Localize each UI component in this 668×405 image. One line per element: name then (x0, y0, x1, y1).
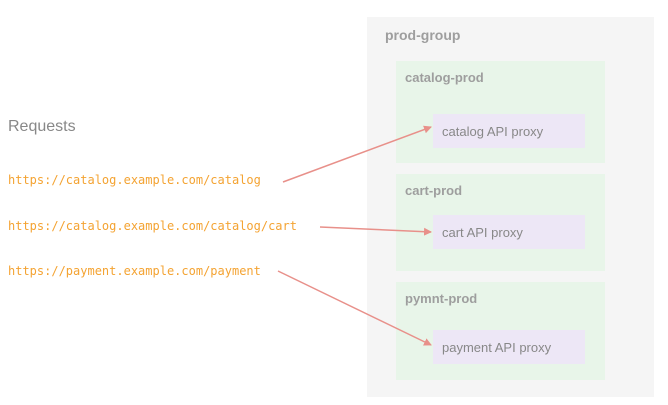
environment-pymnt-prod: pymnt-prod payment API proxy (396, 282, 605, 380)
environment-label: catalog-prod (405, 70, 484, 85)
environment-catalog-prod: catalog-prod catalog API proxy (396, 61, 605, 163)
request-url-cart: https://catalog.example.com/catalog/cart (8, 219, 297, 233)
proxy-catalog: catalog API proxy (433, 114, 585, 148)
requests-title: Requests (8, 118, 76, 135)
environment-cart-prod: cart-prod cart API proxy (396, 174, 605, 271)
proxy-payment: payment API proxy (433, 330, 585, 364)
environment-group: prod-group catalog-prod catalog API prox… (367, 17, 654, 397)
request-url-catalog: https://catalog.example.com/catalog (8, 173, 261, 187)
environment-label: pymnt-prod (405, 291, 478, 306)
group-label: prod-group (385, 27, 461, 43)
proxy-cart: cart API proxy (433, 215, 585, 249)
environment-label: cart-prod (405, 183, 463, 198)
request-url-payment: https://payment.example.com/payment (8, 264, 261, 278)
